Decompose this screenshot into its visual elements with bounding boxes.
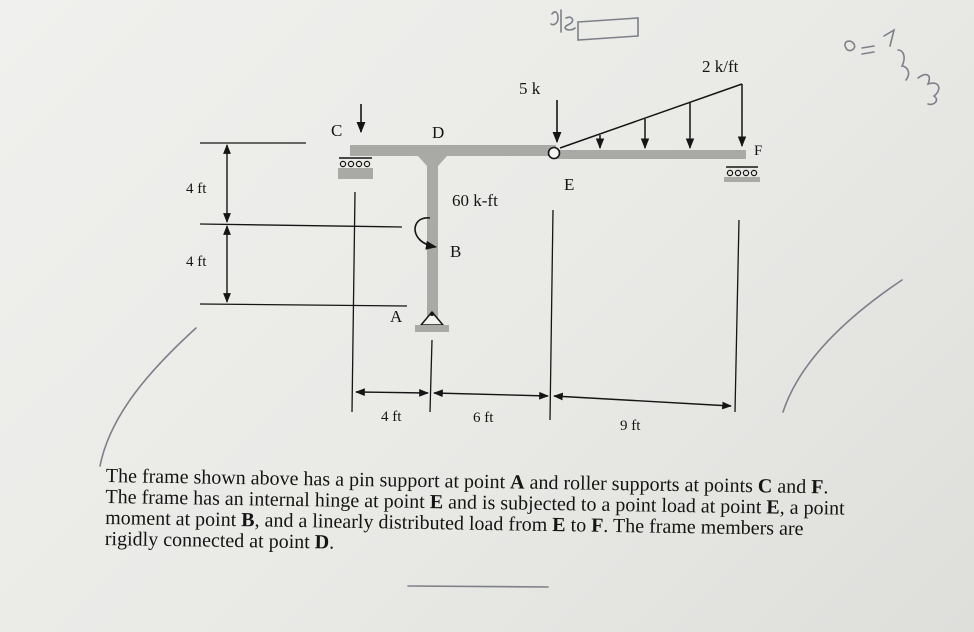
label-b: B [450,242,461,261]
pencil-bracket-right [782,279,903,413]
dim-h-ae [433,389,549,400]
column-d-a [427,156,438,319]
label-f: F [754,143,762,159]
horizontal-dimensions [355,388,732,410]
moment-b [414,217,438,250]
label-load-e: 5 k [519,79,541,98]
pencil-marks [99,9,940,588]
frame-members [350,145,746,319]
dim-h-ef [553,392,732,410]
pencil-underline [407,585,549,588]
label-d: D [432,123,444,142]
label-dim-h-ef: 9 ft [620,418,641,434]
pencil-note-right [844,28,940,106]
load-envelope [559,83,743,149]
moment-arrow [414,217,438,250]
label-dist-load: 2 k/ft [702,57,739,76]
dim-h-ca [355,388,429,397]
label-dim-v-upper: 4 ft [186,181,207,197]
label-a: A [390,307,403,326]
problem-statement: The frame shown above has a pin support … [104,465,845,554]
hinge-e [547,146,561,160]
roller-support-c [338,157,373,179]
distributed-load [559,83,747,150]
labels: C D E F A B 5 k 2 k/ft 60 k-ft 4 ft 4 ft… [186,57,762,434]
beam-c-e [350,145,556,156]
label-dim-h-ca: 4 ft [381,409,402,425]
reference-lines [199,142,740,421]
label-c: C [331,121,342,140]
beam-e-f [556,150,746,159]
label-dim-v-lower: 4 ft [186,254,207,270]
label-e: E [564,175,574,194]
label-dim-h-ae: 6 ft [473,410,494,426]
roller-support-f [724,166,760,182]
pencil-bracket-left [99,327,197,467]
label-moment-b: 60 k-ft [452,191,498,210]
pin-support-a [415,310,449,332]
pencil-scribble-top [550,9,639,41]
joint-d-fillet [418,156,447,166]
point-loads [356,100,562,144]
